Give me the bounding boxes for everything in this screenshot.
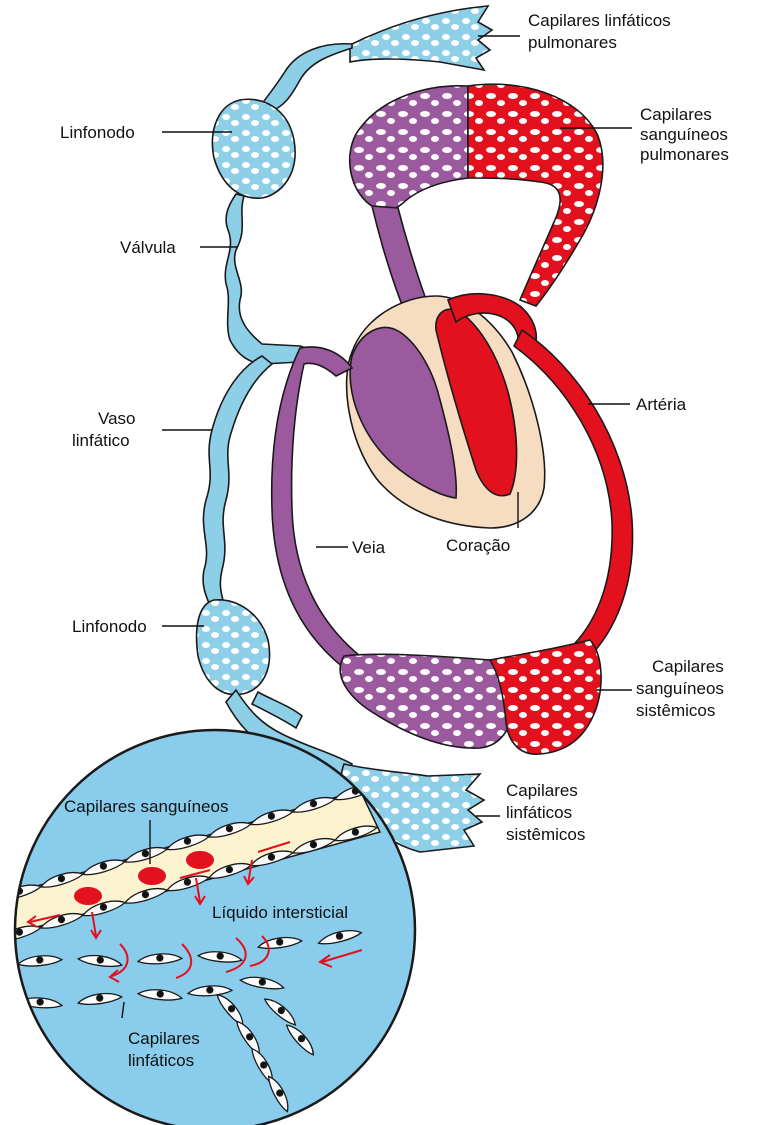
endothelial-cell	[263, 998, 297, 1026]
endothelial-cell	[76, 992, 124, 1005]
pulmonary-capillaries-venous	[348, 84, 469, 212]
inset-endothelial-cells-top	[15, 784, 379, 901]
lymphatic-vessels	[195, 5, 494, 853]
systemic-capillaries-arterial	[488, 639, 602, 755]
label-lymph-vessel: Vaso linfático	[72, 409, 140, 450]
pulmonary-capillaries-arterial	[467, 83, 604, 307]
inset-fluid-arrows	[90, 859, 363, 983]
blood-circulation	[270, 83, 634, 755]
label-systemic-lymph-capillaries: Capilares linfáticos sistêmicos	[506, 781, 585, 844]
label-lymph-node-upper: Linfonodo	[60, 123, 135, 142]
label-vein: Veia	[352, 538, 386, 557]
pulmonary-lymph-capillary-network	[349, 5, 494, 72]
valved-lymph-vessel	[224, 193, 310, 365]
label-pulmonary-blood-capillaries: Capilares sanguíneos pulmonares	[640, 105, 733, 164]
endothelial-cell	[333, 825, 379, 842]
inset-flow-arrows	[26, 841, 291, 928]
heart-right-chambers	[349, 326, 458, 499]
vein	[270, 346, 362, 670]
endothelial-cell	[136, 953, 184, 965]
leader-lines	[162, 35, 632, 817]
inset-endothelial-cells-bottom	[15, 825, 379, 942]
endothelial-cell	[285, 1024, 315, 1056]
tissue-inset: Capilares sanguíneos Líquido intersticia…	[13, 728, 417, 1125]
label-heart: Coração	[446, 536, 510, 555]
inset-lymph-capillary-cells	[16, 930, 363, 1113]
inset-red-blood-cells	[74, 851, 214, 905]
main-lymph-vessel	[202, 355, 274, 613]
endothelial-cell	[16, 955, 64, 967]
endothelial-cell	[207, 863, 253, 879]
systemic-capillaries-venous	[339, 653, 515, 749]
label-systemic-blood-capillaries: Capilares sanguíneos sistêmicos	[636, 657, 729, 720]
upper-lymph-node	[211, 98, 296, 199]
lower-lymph-node	[195, 599, 271, 696]
endothelial-cell	[239, 976, 285, 990]
endothelial-cell	[317, 930, 363, 945]
labels: Capilares linfáticos pulmonares Capilare…	[60, 11, 733, 844]
endothelial-cell	[186, 985, 234, 997]
label-pulmonary-lymph-capillaries: Capilares linfáticos pulmonares	[528, 11, 675, 52]
label-artery: Artéria	[636, 395, 687, 414]
inset-contents	[15, 784, 382, 1113]
endothelial-cell	[81, 859, 127, 876]
label-lymph-node-lower: Linfonodo	[72, 617, 147, 636]
label-inset-interstitial-fluid: Líquido intersticial	[212, 903, 348, 922]
endothelial-cell	[136, 989, 184, 1001]
endothelial-cell	[196, 951, 244, 963]
endothelial-cell	[267, 1075, 289, 1113]
label-inset-blood-capillaries: Capilares sanguíneos	[64, 797, 228, 816]
lymph-side-branch	[250, 690, 303, 730]
endothelial-cell	[76, 954, 124, 967]
label-inset-lymph-capillaries: Capilares linfáticos	[128, 1029, 205, 1070]
inset-border	[13, 728, 417, 1125]
label-valve: Válvula	[120, 238, 176, 257]
